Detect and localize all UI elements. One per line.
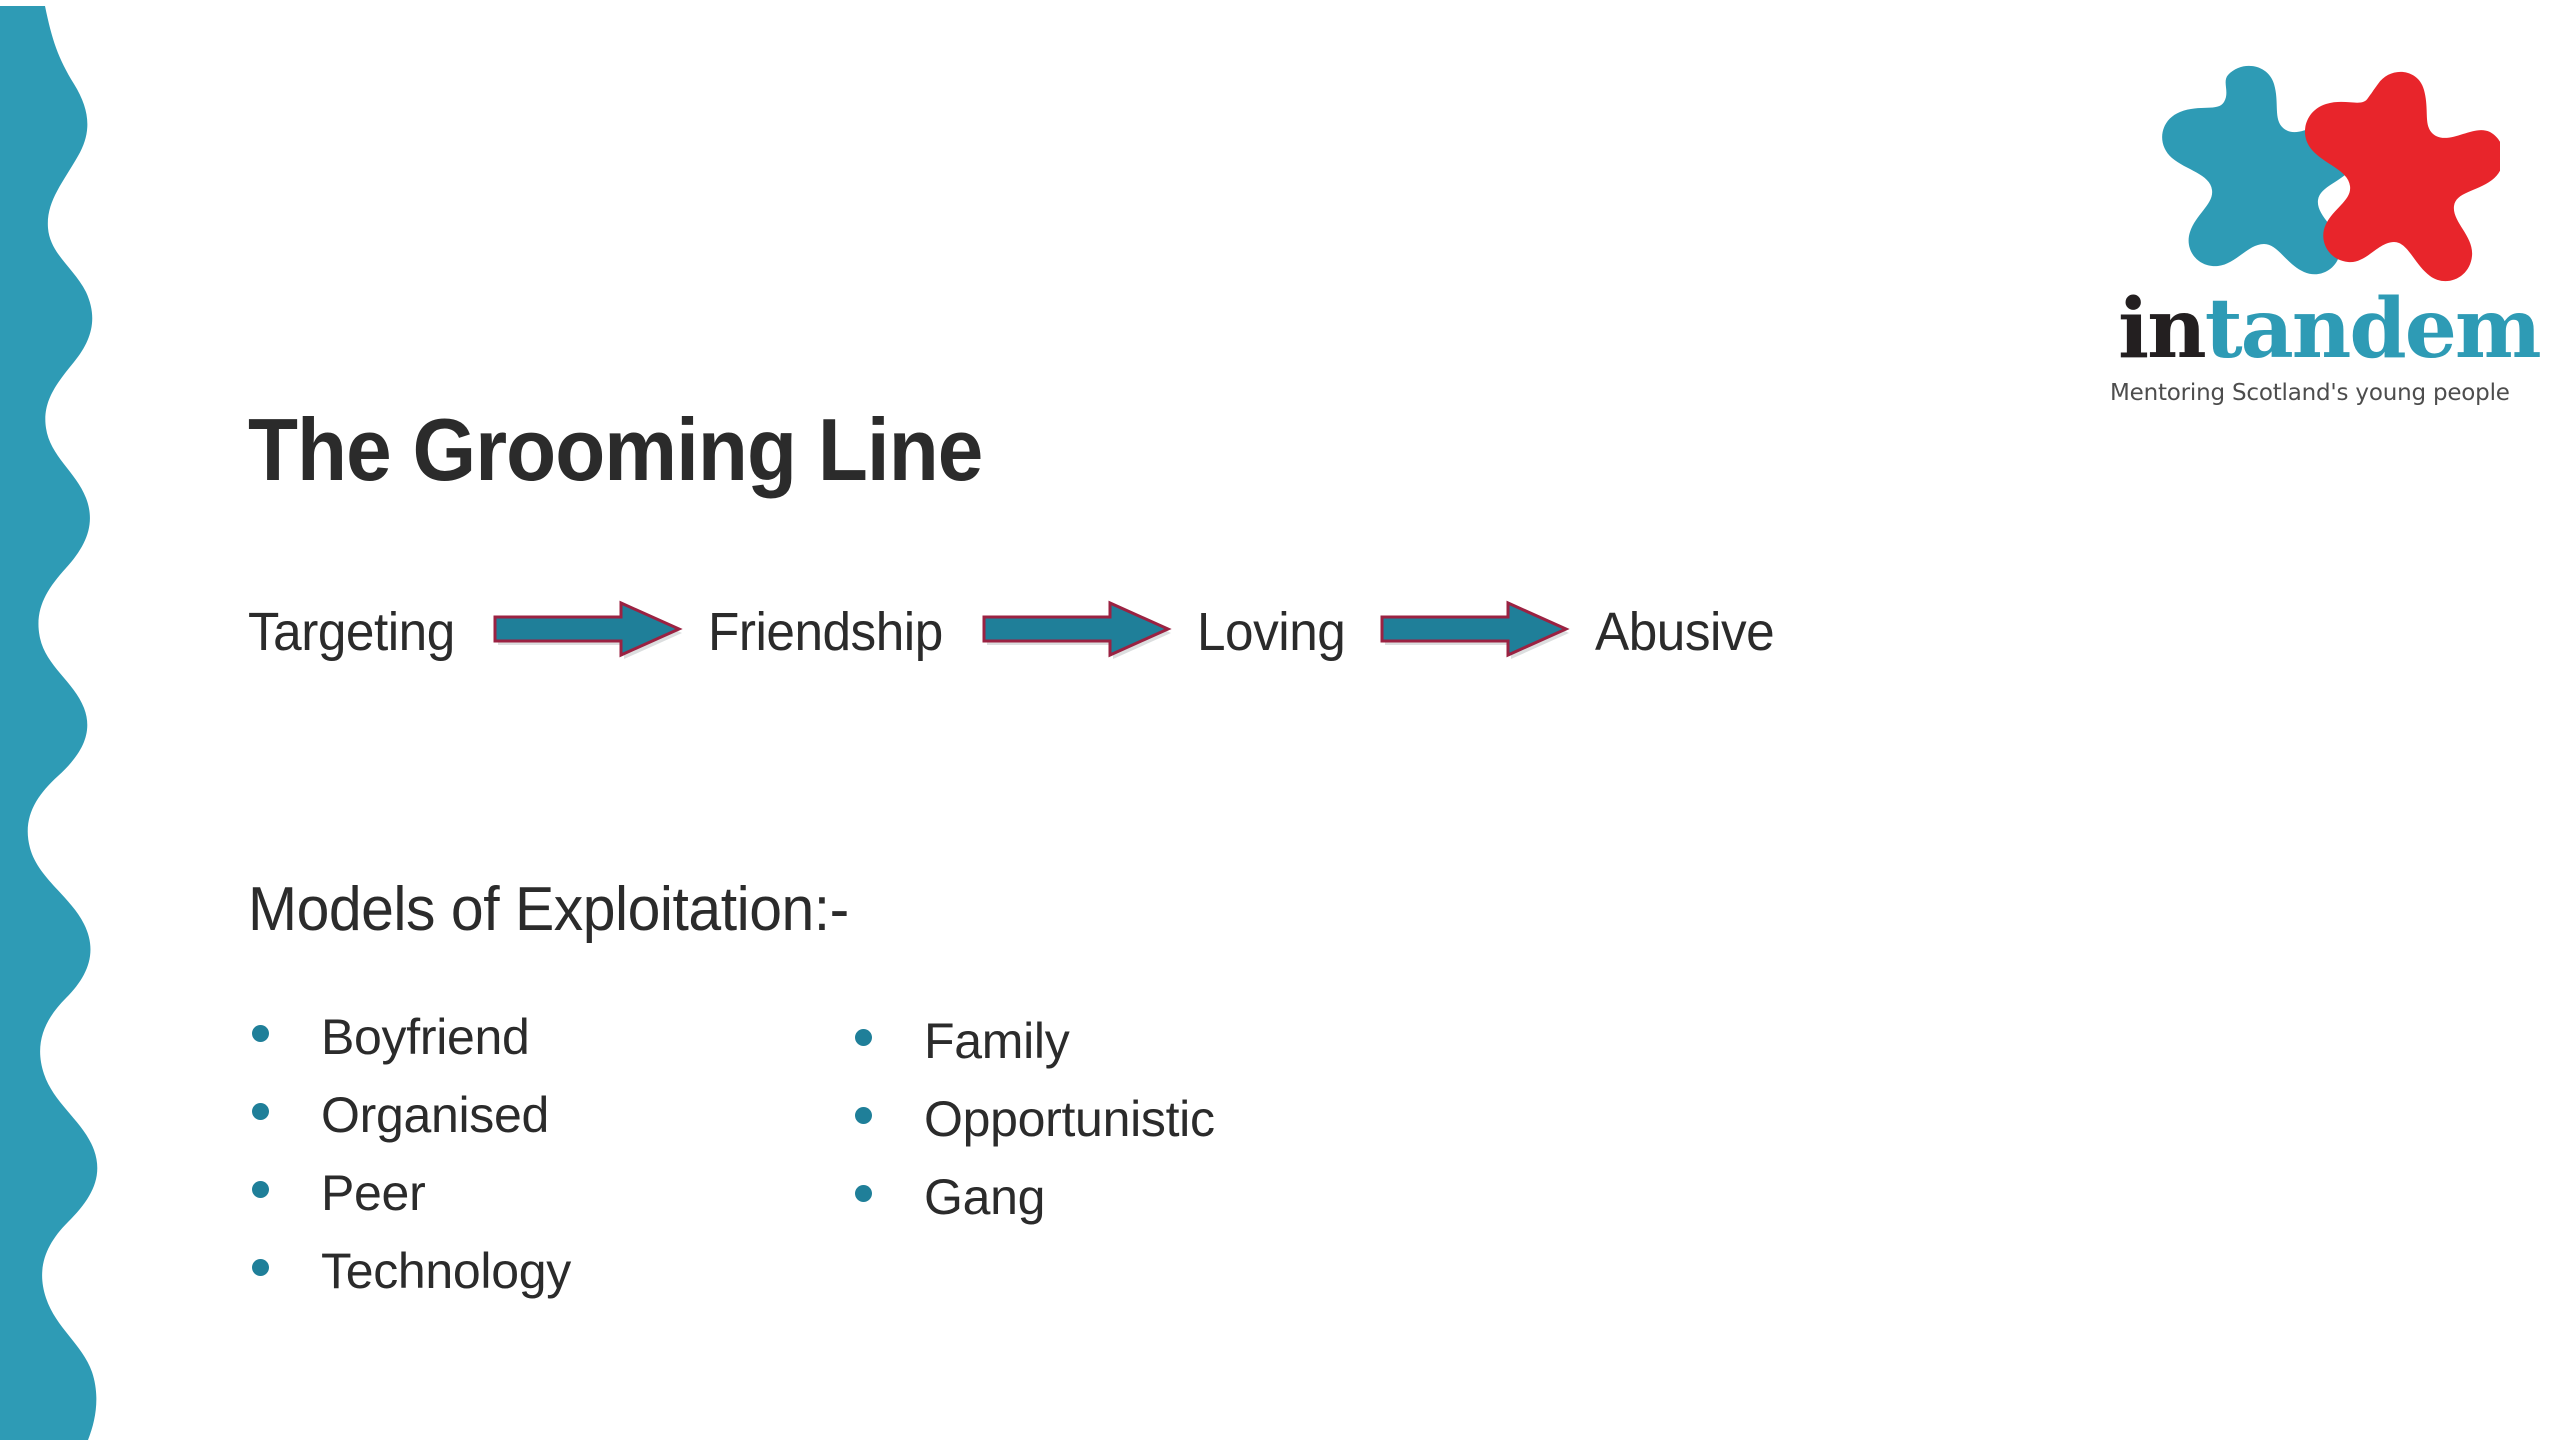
bullet-dot-icon (252, 1181, 269, 1198)
list-item-label: Boyfriend (321, 1009, 530, 1065)
red-splat-icon (2304, 71, 2500, 282)
grooming-line-sequence: Targeting Friendship Loving (248, 596, 1784, 668)
bullet-dot-icon (252, 1025, 269, 1042)
list-item: Organised (252, 1090, 571, 1168)
models-of-exploitation-heading: Models of Exploitation:- (248, 875, 849, 945)
list-item-label: Opportunistic (924, 1091, 1215, 1147)
stage-label-abusive: Abusive (1594, 602, 1775, 662)
list-item: Boyfriend (252, 1012, 571, 1090)
bullet-dot-icon (855, 1185, 872, 1202)
list-item-label: Organised (321, 1087, 549, 1143)
models-list-right: Family Opportunistic Gang (855, 1016, 1215, 1250)
stage-label-targeting: Targeting (248, 602, 455, 662)
logo-splat-marks (2110, 50, 2500, 295)
intandem-logo: intandem Mentoring Scotland's young peop… (2110, 50, 2542, 450)
list-item-label: Peer (321, 1165, 426, 1221)
stage-label-friendship: Friendship (707, 602, 943, 662)
page-title: The Grooming Line (248, 399, 983, 499)
list-item-label: Family (924, 1013, 1070, 1069)
logo-wordmark-tandem: tandem (2204, 281, 2542, 377)
right-arrow-icon (492, 599, 683, 665)
teal-splat-icon (2162, 65, 2360, 275)
bullet-dot-icon (855, 1029, 872, 1046)
right-arrow-icon (981, 599, 1172, 665)
list-item: Gang (855, 1172, 1215, 1250)
logo-tagline: Mentoring Scotland's young people (2110, 380, 2510, 406)
logo-wordmark-in: in (2118, 281, 2207, 377)
list-item: Opportunistic (855, 1094, 1215, 1172)
models-list-left: Boyfriend Organised Peer Technology (252, 1012, 571, 1324)
right-arrow-icon (1379, 599, 1570, 665)
logo-wordmark: intandem (2118, 288, 2542, 370)
list-item-label: Technology (321, 1243, 571, 1299)
list-item: Family (855, 1016, 1215, 1094)
bullet-dot-icon (855, 1107, 872, 1124)
bullet-dot-icon (252, 1103, 269, 1120)
list-item: Technology (252, 1246, 571, 1324)
bullet-dot-icon (252, 1259, 269, 1276)
list-item-label: Gang (924, 1169, 1046, 1225)
stage-label-loving: Loving (1196, 602, 1346, 662)
list-item: Peer (252, 1168, 571, 1246)
wavy-teal-band (0, 6, 130, 1440)
